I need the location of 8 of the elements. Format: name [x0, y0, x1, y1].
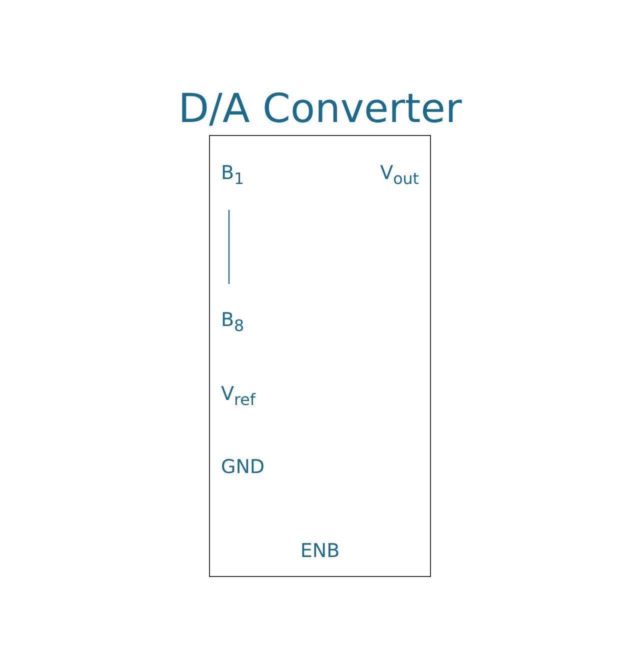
- converter-block: [209, 135, 431, 577]
- pin-label: B$_{1}$: [221, 162, 244, 188]
- pin-label: GND: [221, 456, 265, 478]
- pin-label: V$_{ref}$: [221, 383, 256, 409]
- pin-label: B$_{8}$: [221, 309, 244, 335]
- pin-label: V$_{out}$: [380, 162, 419, 188]
- pin-label: ENB: [299, 540, 341, 562]
- diagram-title: D/A Converter: [177, 86, 463, 132]
